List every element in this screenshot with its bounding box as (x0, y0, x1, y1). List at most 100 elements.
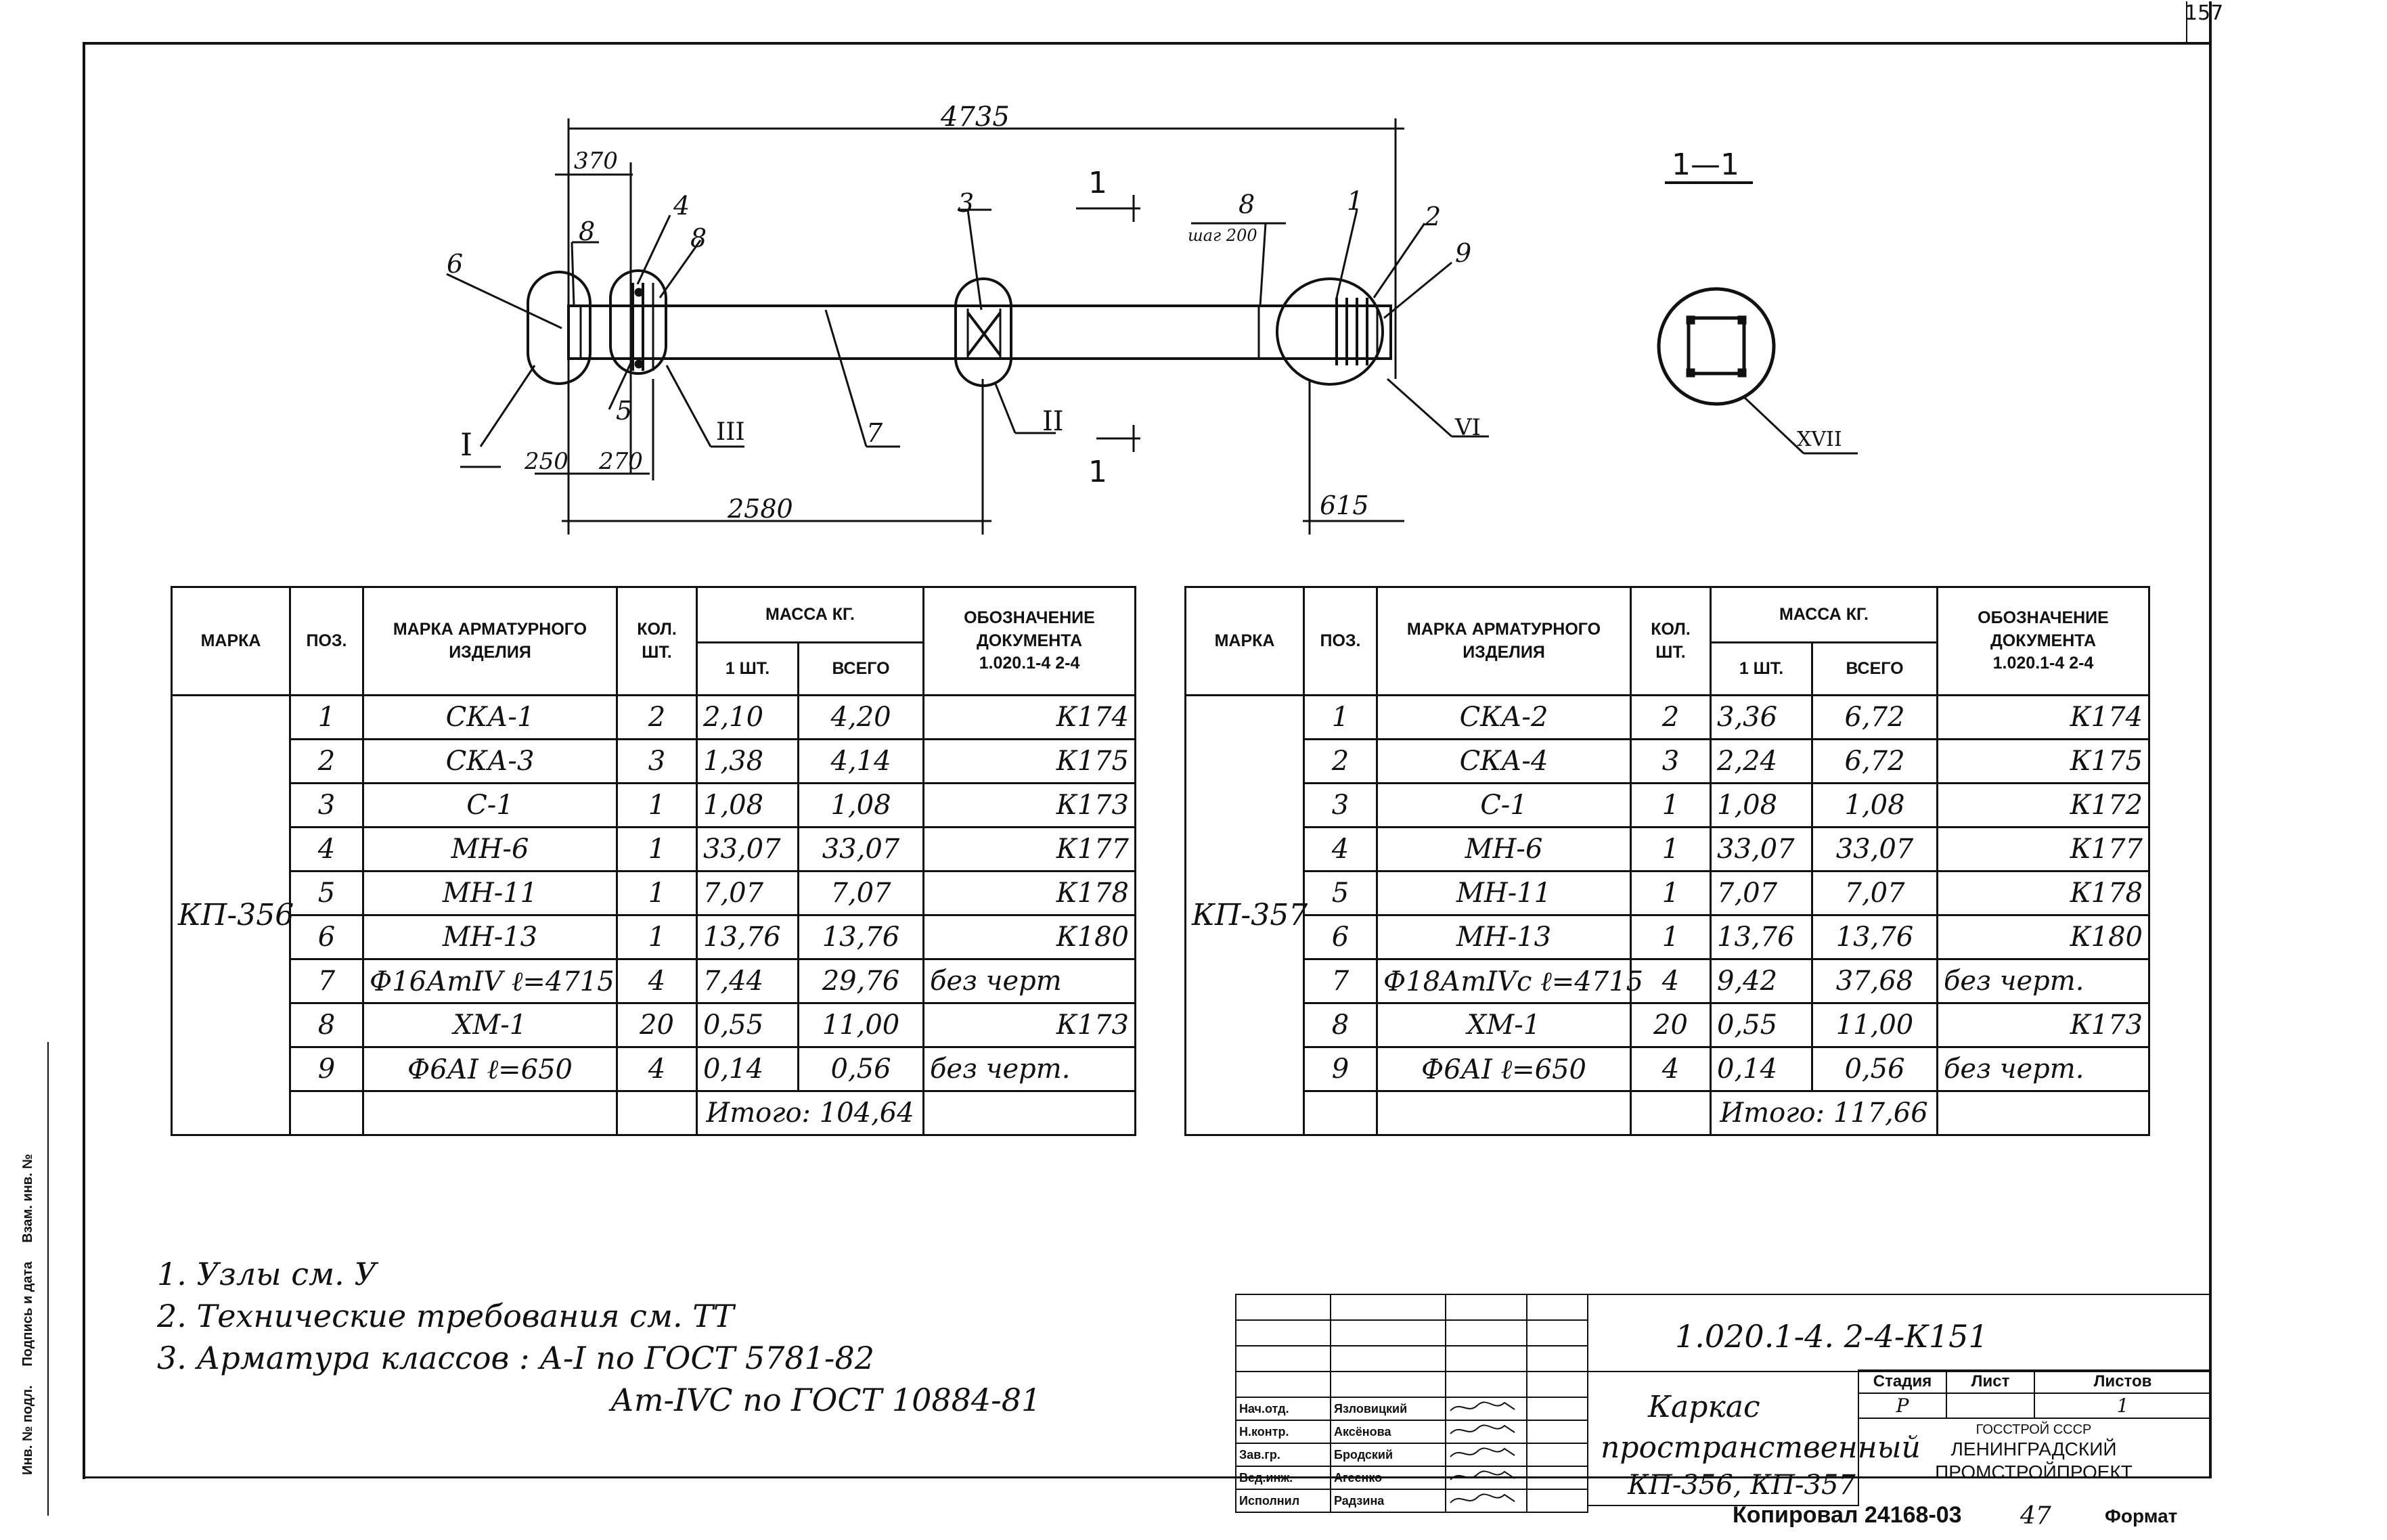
total-mass-cell: 7,07 (797, 870, 924, 916)
hdr-marka: МАРКА (1184, 586, 1305, 696)
quantity-cell: 4 (1630, 958, 1712, 1004)
name-cell: Бродский (1330, 1443, 1446, 1467)
position-cell: 7 (289, 958, 364, 1004)
callout-4: 4 (673, 191, 690, 221)
unit-mass-cell: 2,24 (1710, 738, 1813, 784)
role-cell: Нач.отд. (1235, 1397, 1331, 1421)
position-cell: 2 (289, 738, 364, 784)
total-mass-cell: 0,56 (1811, 1046, 1938, 1092)
quantity-cell: 3 (616, 738, 698, 784)
unit-mass-cell: 3,36 (1710, 694, 1813, 740)
signature-scribble (1450, 1470, 1515, 1480)
document-code: 1.020.1-4. 2-4-К151 (1675, 1318, 1988, 1355)
position-cell: 7 (1303, 958, 1378, 1004)
total-mass-cell: 33,07 (797, 826, 924, 872)
signature-scribble (1450, 1493, 1515, 1503)
listov-value: 1 (2034, 1392, 2212, 1419)
org-line-3: ПРОМСТРОЙПРОЕКТ (1935, 1462, 2133, 1482)
quantity-cell: 1 (1630, 782, 1712, 828)
position-cell: 6 (1303, 914, 1378, 960)
callout-3: 3 (958, 188, 975, 218)
revision-cell (1526, 1319, 1588, 1346)
title-line-3: КП-356, КП-357 (1628, 1470, 1856, 1501)
revision-cell (1526, 1294, 1588, 1321)
callout-8c: 8 (1239, 189, 1255, 219)
position-cell: 1 (289, 694, 364, 740)
title-line-1: Каркас (1648, 1390, 1760, 1424)
name-cell: Язловицкий (1330, 1397, 1446, 1421)
node-VI-outline (1276, 277, 1384, 386)
unit-mass-cell: 1,08 (1710, 782, 1813, 828)
item-mark-cell: МН-13 (1376, 914, 1632, 960)
revision-cell (1445, 1319, 1527, 1346)
unit-mass-cell: 0,14 (696, 1046, 799, 1092)
quantity-cell: 1 (616, 826, 698, 872)
name-cell: Аксёнова (1330, 1420, 1446, 1444)
position-cell: 2 (1303, 738, 1378, 784)
item-mark-cell: С-1 (362, 782, 618, 828)
unit-mass-cell: 2,10 (696, 694, 799, 740)
sheet-border-corner (2186, 1, 2187, 42)
org-line-1: ГОССТРОЙ СССР (1976, 1422, 2092, 1437)
signature-cell (1445, 1489, 1527, 1513)
name-cell: Агеенко (1330, 1466, 1446, 1490)
quantity-cell: 1 (616, 870, 698, 916)
document-cell: без черт. (1936, 1046, 2150, 1092)
org-line-2: ЛЕНИНГРАДСКИЙ (1950, 1439, 2117, 1459)
node-I-outline (527, 271, 592, 385)
callout-7: 7 (866, 418, 883, 448)
item-mark-cell: Ф16АтIV ℓ=4715 (362, 958, 618, 1004)
document-cell: К177 (922, 826, 1136, 872)
revision-cell (1445, 1345, 1527, 1372)
left-margin-strip (47, 1042, 88, 1516)
hdr-1sht: 1 ШТ. (696, 641, 799, 696)
dim-615: 615 (1320, 491, 1369, 520)
position-cell: 5 (289, 870, 364, 916)
hdr-marka: МАРКА (171, 586, 291, 696)
signature-scribble (1450, 1424, 1515, 1434)
total-mass-cell: 4,20 (797, 694, 924, 740)
revision-row (1235, 1319, 1588, 1346)
revision-cell (1235, 1371, 1331, 1398)
total-mass-cell: 4,14 (797, 738, 924, 784)
stamp-code-cell: 1.020.1-4. 2-4-К151 (1587, 1294, 2210, 1372)
unit-mass-cell: 7,44 (696, 958, 799, 1004)
signature-row: Зав.гр.Бродский (1235, 1443, 1588, 1467)
hdr-vsego: ВСЕГО (797, 641, 924, 696)
document-cell: К175 (1936, 738, 2150, 784)
callout-9: 9 (1455, 238, 1472, 268)
revision-cell (1235, 1319, 1331, 1346)
unit-mass-cell: 33,07 (696, 826, 799, 872)
document-cell: без черт (922, 958, 1136, 1004)
node-label-III: III (716, 418, 745, 446)
revision-cell (1330, 1371, 1446, 1398)
callout-1: 1 (1347, 186, 1364, 216)
total-mass-cell: 13,76 (1811, 914, 1938, 960)
item-mark-cell: МН-6 (1376, 826, 1632, 872)
position-cell: 9 (1303, 1046, 1378, 1092)
total-mass-cell: 11,00 (1811, 1002, 1938, 1048)
revision-cell (1330, 1345, 1446, 1372)
role-cell: Н.контр. (1235, 1420, 1331, 1444)
dim-2580: 2580 (728, 494, 793, 524)
item-mark-cell: Ф6АI ℓ=650 (1376, 1046, 1632, 1092)
stadia-value: Р (1858, 1392, 1947, 1419)
hdr-kol: КОЛ. ШТ. (1630, 586, 1712, 696)
unit-mass-cell: 0,14 (1710, 1046, 1813, 1092)
document-cell: К178 (1936, 870, 2150, 916)
unit-mass-cell: 1,08 (696, 782, 799, 828)
quantity-cell: 1 (1630, 826, 1712, 872)
revision-row (1235, 1294, 1588, 1321)
spec-table-kp357: МАРКА ПОЗ. МАРКА АРМАТУРНОГО ИЗДЕЛИЯ КОЛ… (1184, 586, 2150, 1136)
product-mark: КП-357 (1184, 694, 1308, 1136)
document-cell: К174 (922, 694, 1136, 740)
